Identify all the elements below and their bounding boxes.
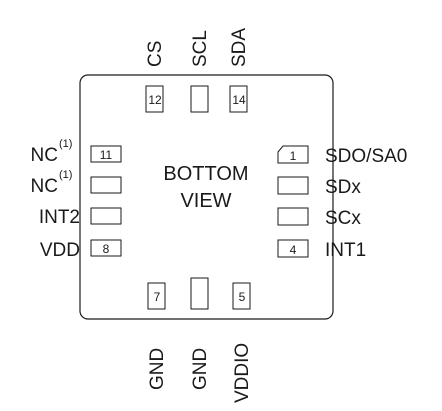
pin-10: NC (1) [31,169,122,197]
pin-14-pad [229,85,248,113]
pin-12-number: 12 [148,93,162,107]
pin-11-number: 11 [100,148,113,162]
pin-8-name: VDD [40,240,80,261]
pin-6-pad [190,277,209,310]
pin-11-name: NC [31,145,58,166]
pin-2-name: SDx [325,177,361,198]
pin-1: 1 SDO/SA0 [277,145,407,167]
pin-9-name: INT2 [39,207,80,228]
pin-5-name: VDDIO [232,343,253,403]
pin-7: 7 GND [147,282,168,390]
pin-1-number: 1 [290,149,297,163]
pin-3-name: SCx [325,208,361,229]
pin-10-pad [90,176,122,194]
pin-5-pad [232,282,251,310]
pin-7-number: 7 [154,290,161,304]
pin-8-number: 8 [103,242,110,256]
pin-9: INT2 [39,207,122,228]
pin-11-note: (1) [59,138,72,150]
pin-11: 11 NC (1) [31,138,122,166]
pin-14-number: 14 [232,93,246,107]
pin-4-number: 4 [290,243,297,257]
pin-8: 8 VDD [40,239,122,261]
pin-6: GND [190,277,211,390]
pin-4: 4 INT1 [277,239,366,261]
view-title-line2: VIEW [180,190,231,212]
pin-4-pad [277,239,309,258]
pin-12: 12 CS [145,41,166,113]
pin-8-pad [90,239,122,257]
pin-10-name: NC [31,176,58,197]
pin-14: 14 SDA [229,28,250,113]
pin-7-pad [147,282,166,310]
pin-12-name: CS [145,41,166,67]
pin-10-note: (1) [59,169,72,181]
pin-13-pad [190,85,209,113]
pin-3: SCx [277,207,361,229]
pin-12-pad [145,85,164,113]
pin-2: SDx [277,176,361,198]
pin-4-name: INT1 [325,240,366,261]
pin-1-name: SDO/SA0 [325,146,407,167]
pin-7-name: GND [147,348,168,390]
pin-13-name: SCL [190,30,211,67]
pin-2-pad [277,176,309,195]
pin-3-pad [277,207,309,226]
view-title-line1: BOTTOM [163,163,248,185]
pin-6-name: GND [190,348,211,390]
pin-11-pad [90,145,122,163]
pin-14-name: SDA [229,28,250,67]
package-body [79,74,334,320]
pin-5: 5 VDDIO [232,282,253,403]
pin-9-pad [90,207,122,225]
pin-5-number: 5 [239,290,246,304]
pin-1-pad [277,145,309,164]
pin-13: SCL [190,30,211,113]
